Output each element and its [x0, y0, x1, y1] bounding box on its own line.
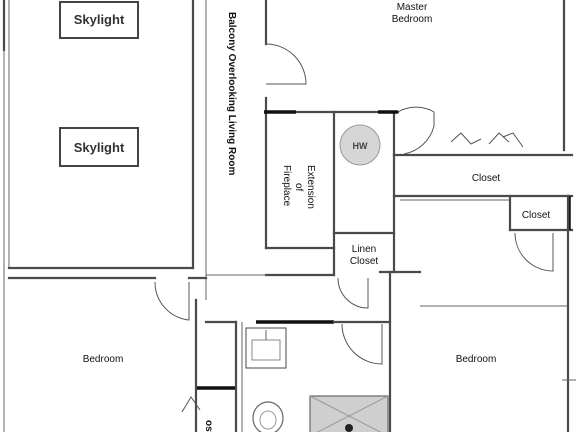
right-bedroom-door-swing [341, 323, 383, 365]
small-closet-door-swing [514, 232, 554, 272]
lower-walls [7, 194, 570, 432]
hw-label: HW [353, 141, 368, 151]
skylight-1-label: Skylight [74, 12, 125, 27]
linen-closet-label-2: Closet [350, 256, 379, 267]
bottom-bifold-door [181, 396, 201, 413]
skylight-2-label: Skylight [74, 140, 125, 155]
linen-door-swing [337, 277, 369, 309]
closet-small-label: Closet [522, 210, 551, 221]
left-exterior-wall [2, 0, 10, 432]
toilet [252, 401, 284, 432]
closet-main-label: Closet [472, 173, 501, 184]
bifold-closet-doors [450, 132, 524, 148]
bedroom-right-label: Bedroom [456, 354, 497, 365]
fireplace-label-1: Extension [305, 165, 316, 209]
master-bedroom-label-1: Master [397, 2, 428, 13]
master-bedroom-label-2: Bedroom [392, 14, 433, 25]
left-bedroom-door-swing [154, 281, 190, 321]
skylight-2: Skylight [59, 127, 139, 167]
fireplace-label-3: Fireplace [281, 165, 292, 207]
linen-closet-label-1: Linen [352, 244, 376, 255]
bathroom-sink [245, 327, 287, 369]
partial-closet-label: ost [203, 420, 214, 432]
skylight-1: Skylight [59, 1, 139, 39]
balcony-walls [7, 0, 207, 300]
master-bedroom-walls [264, 0, 566, 152]
master-door-swing [265, 43, 307, 85]
hw-door-swing [397, 106, 435, 155]
central-core-walls [206, 110, 574, 277]
balcony-label: Balcony Overlooking Living Room [226, 12, 237, 175]
fireplace-label-2: of [293, 183, 304, 192]
water-heater: HW [339, 124, 381, 166]
bedroom-left-label: Bedroom [83, 354, 124, 365]
shower [309, 395, 389, 432]
